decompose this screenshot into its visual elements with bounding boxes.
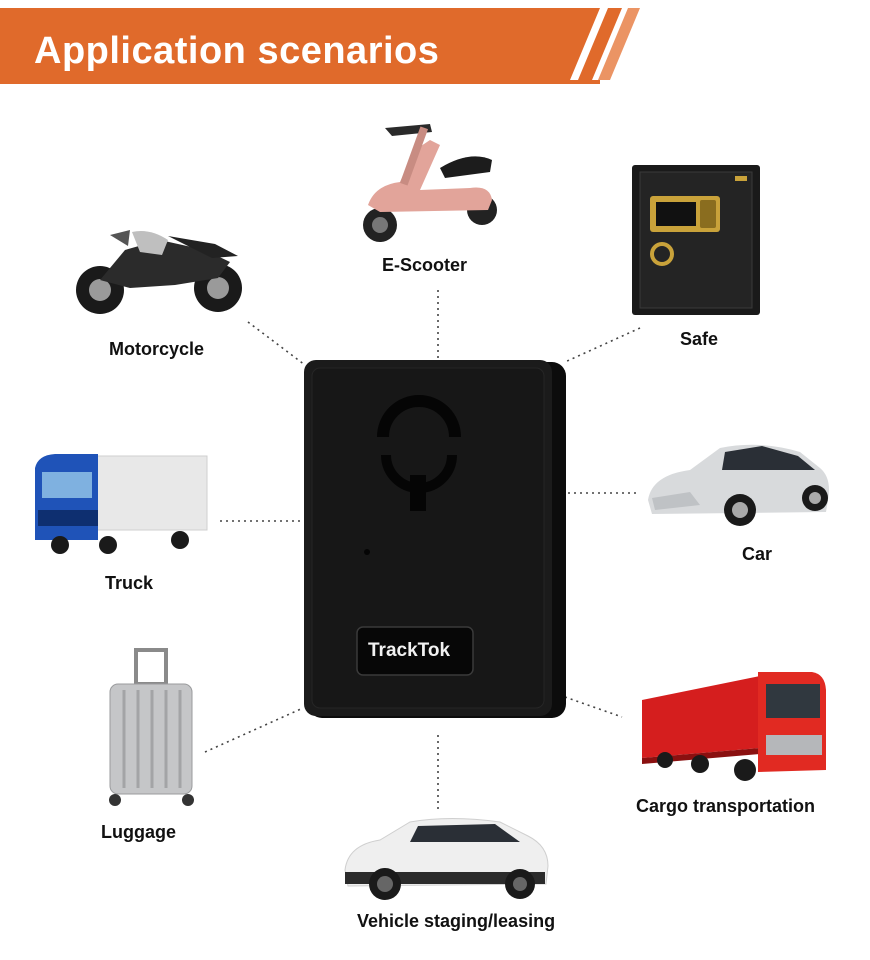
- label-cargo-transportation: Cargo transportation: [636, 796, 816, 816]
- suv-illustration: [344, 818, 549, 900]
- device-brand-label: TrackTok: [368, 640, 451, 661]
- tracker-device: [304, 360, 566, 718]
- label-car: Car: [742, 544, 773, 564]
- label-motorcycle: Motorcycle: [109, 339, 205, 359]
- truck-illustration: [35, 454, 208, 554]
- label-vehicle-staging: Vehicle staging/leasing: [357, 911, 556, 931]
- label-luggage: Luggage: [101, 822, 176, 842]
- cargo-truck-illustration: [642, 672, 826, 781]
- label-safe: Safe: [680, 329, 719, 349]
- car-illustration: [648, 444, 829, 526]
- header-banner: Application scenarios: [0, 8, 870, 88]
- luggage-illustration: [109, 648, 194, 806]
- page-title: Application scenarios: [34, 30, 440, 72]
- connector-lines: [204, 290, 641, 812]
- motorcycle-illustration: [76, 230, 242, 314]
- safe-illustration: [632, 165, 760, 315]
- banner-shape: [0, 8, 640, 84]
- e-scooter-illustration: [363, 124, 497, 242]
- label-truck: Truck: [105, 573, 154, 593]
- label-e-scooter: E-Scooter: [382, 255, 468, 275]
